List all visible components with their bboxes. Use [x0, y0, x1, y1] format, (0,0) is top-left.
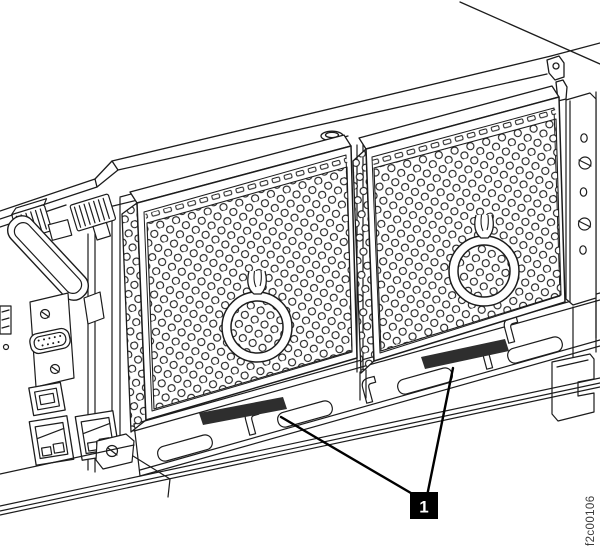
left-io-panel: [0, 193, 171, 498]
chassis-slot: [507, 336, 563, 364]
rear-flange: [565, 92, 597, 306]
fan-vent-slot-row: [372, 109, 557, 167]
callout-targets: [199, 339, 509, 425]
fan-pull-ring: [221, 270, 293, 363]
ethernet-port-1: [28, 415, 75, 466]
right-bracket: [551, 353, 595, 422]
fan-module-right: [352, 85, 566, 374]
callout-leader-lines: [279, 366, 455, 498]
flange-hole: [580, 133, 588, 143]
grounding-tab: [95, 433, 171, 498]
release-latch-b: [69, 193, 117, 241]
fan-pull-ring: [448, 214, 520, 307]
leader-line-left: [279, 415, 418, 498]
fan-grille: [373, 118, 562, 352]
latch-hinge: [47, 219, 73, 241]
usb-port: [28, 381, 66, 417]
figure-id-text: f2c00106: [585, 495, 597, 546]
edge-connector-stub: [0, 305, 12, 351]
vga-screw-top: [39, 308, 51, 320]
hook-clip: [503, 315, 519, 344]
flange-screw: [578, 156, 592, 170]
vga-screw-bottom: [49, 363, 61, 375]
flange-hole: [579, 187, 588, 197]
chassis-slot: [277, 400, 333, 428]
chassis-rails: [0, 377, 600, 516]
fan-module-left: [121, 134, 358, 433]
vga-port: [29, 292, 75, 388]
cover-corner-bracket: [546, 55, 565, 81]
flange-hole: [579, 245, 587, 255]
chassis-slot: [157, 434, 213, 462]
chassis-slot: [397, 367, 453, 395]
callout-target-label-right: [421, 339, 509, 369]
leader-line-right: [425, 366, 455, 498]
release-handle: [6, 215, 90, 301]
ring-strap: [474, 214, 494, 239]
fan-vent-slot-row: [145, 157, 348, 223]
flange-screw: [577, 217, 592, 231]
hook-clip: [361, 375, 377, 404]
callout-1-box: 1: [410, 492, 438, 519]
callout-1-label: 1: [419, 498, 428, 517]
ring-strap: [247, 270, 267, 295]
callout-target-label-left: [199, 397, 287, 425]
